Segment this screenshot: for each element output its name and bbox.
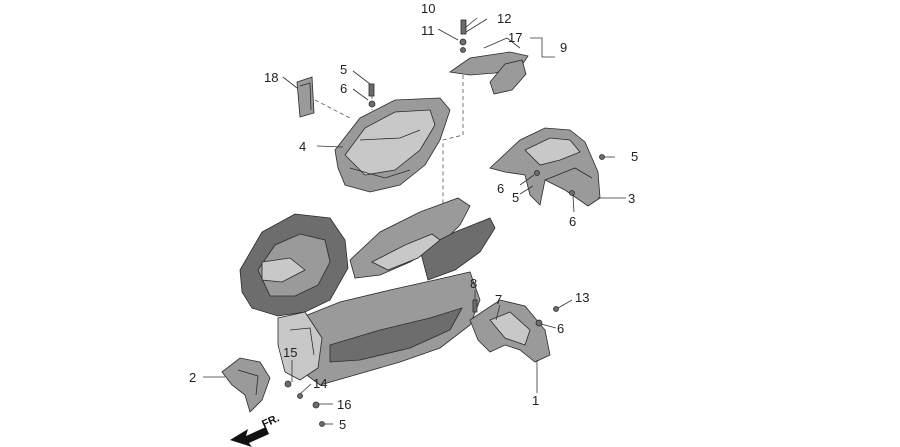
callout-2: 2 [189, 370, 196, 385]
callout-5-rear-left: 5 [512, 190, 519, 205]
callout-11: 11 [421, 23, 435, 38]
callout-labels: 10 12 11 17 9 18 5 6 4 5 6 5 3 6 8 7 13 … [189, 1, 638, 432]
callout-6-hugger: 6 [557, 321, 564, 336]
callout-6-rear-left: 6 [497, 181, 504, 196]
leader-lines [203, 17, 626, 425]
front-direction-marker: FR. [230, 412, 281, 447]
callout-18: 18 [264, 70, 278, 85]
callout-7: 7 [495, 292, 502, 307]
front-fasteners [284, 380, 325, 427]
callout-13: 13 [575, 290, 589, 305]
callout-1: 1 [532, 393, 539, 408]
callout-6-rear-bottom: 6 [569, 214, 576, 229]
callout-5-rear: 5 [631, 149, 638, 164]
callout-15: 15 [283, 345, 297, 360]
callout-3: 3 [628, 191, 635, 206]
callout-8: 8 [470, 276, 477, 291]
front-label: FR. [260, 412, 281, 430]
part-1-rear-hugger [469, 299, 559, 363]
callout-5-bottom: 5 [339, 417, 346, 432]
part-4-helmet-compartment [334, 83, 451, 193]
callout-10: 10 [421, 1, 435, 16]
callout-17: 17 [508, 30, 522, 45]
part-18-cover-plate [296, 76, 315, 118]
part-9-grab-handle [448, 19, 529, 95]
callout-5-top: 5 [340, 62, 347, 77]
part-2-front-mudguard [221, 357, 271, 413]
callout-12: 12 [497, 11, 511, 26]
callout-14: 14 [313, 376, 327, 391]
main-body-shell [239, 197, 496, 386]
callout-6-top: 6 [340, 81, 347, 96]
callout-9: 9 [560, 40, 567, 55]
part-3-rear-tail-fairing [489, 127, 605, 207]
callout-4: 4 [299, 139, 306, 154]
front-arrow-icon [230, 427, 269, 447]
callout-16: 16 [337, 397, 351, 412]
